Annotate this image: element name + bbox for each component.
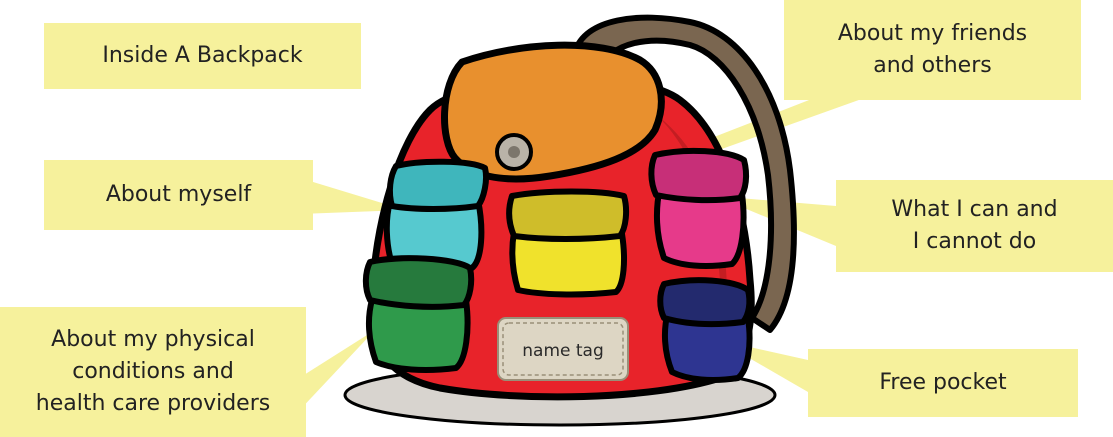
label-physical-conditions: About my physical conditions and health … [0,307,306,437]
name-tag: name tag [498,318,628,380]
label-can-cannot-do: What I can and I cannot do [836,180,1113,272]
flap-button-center [508,146,520,158]
label-about-myself: About myself [44,160,313,230]
pocket-yellow [509,192,626,295]
pocket-teal [387,162,486,270]
label-free-pocket: Free pocket [808,349,1078,417]
label-about-friends: About my friends and others [784,0,1081,100]
label-inside-backpack: Inside A Backpack [44,23,361,89]
pocket-pink [651,151,746,266]
pocket-green [366,258,471,370]
pocket-navy [660,280,749,380]
name-tag-text: name tag [522,341,604,361]
